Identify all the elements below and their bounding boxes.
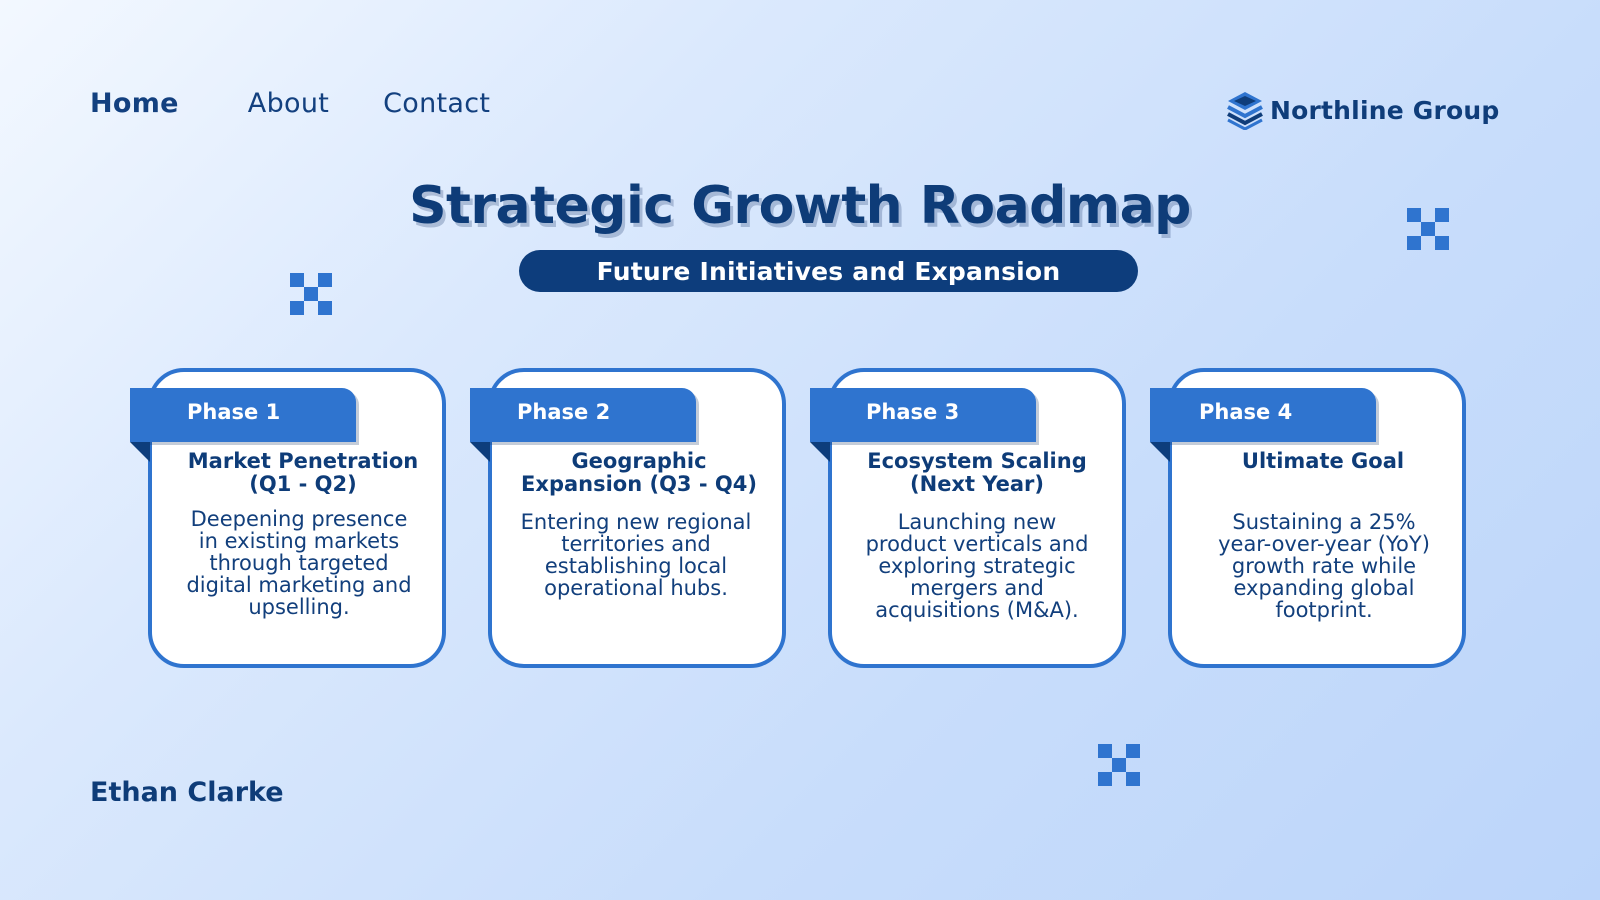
phase-desc-line: digital marketing and	[186, 573, 412, 597]
phase-title: Ecosystem Scaling (Next Year)	[842, 450, 1112, 496]
phase-desc-line: through targeted	[209, 551, 389, 575]
stacked-layers-icon	[1226, 90, 1264, 130]
phase-description: Sustaining a 25% year-over-year (YoY) gr…	[1193, 511, 1455, 621]
phase-tab-fold	[810, 442, 830, 462]
phase-label: Phase 4	[1199, 400, 1293, 424]
phase-title-line: (Q1 - Q2)	[249, 472, 357, 496]
phase-tab-fold	[470, 442, 490, 462]
phase-description: Launching new product verticals and expl…	[846, 511, 1108, 621]
phase-desc-line: establishing local	[544, 554, 728, 578]
phase-desc-line: year-over-year (YoY)	[1218, 532, 1430, 556]
phase-title-line: Market Penetration	[187, 449, 419, 473]
phase-title-line: Ecosystem Scaling	[867, 449, 1087, 473]
subtitle-pill: Future Initiatives and Expansion	[519, 250, 1138, 292]
phase-title: Ultimate Goal	[1188, 450, 1458, 473]
nav-about-link[interactable]: About	[247, 88, 330, 119]
phase-desc-line: expanding global	[1233, 576, 1415, 600]
phase-title-line: Geographic	[571, 449, 707, 473]
phase-label: Phase 3	[866, 400, 960, 424]
presenter-name: Ethan Clarke	[90, 777, 284, 808]
phase-desc-line: in existing markets	[198, 529, 400, 553]
phase-desc-line: operational hubs.	[544, 576, 728, 600]
phase-title-line: Expansion (Q3 - Q4)	[521, 472, 757, 496]
phase-desc-line: Launching new	[897, 510, 1057, 534]
phase-desc-line: Deepening presence	[190, 507, 408, 531]
phase-label: Phase 1	[187, 400, 281, 424]
phase-desc-line: footprint.	[1275, 598, 1373, 622]
phase-tab-fold	[1150, 442, 1170, 462]
top-nav: Home About Contact	[90, 88, 490, 119]
phase-tab-3	[810, 388, 1036, 442]
phase-title: Geographic Expansion (Q3 - Q4)	[504, 450, 774, 496]
checker-decoration-icon	[1098, 744, 1140, 786]
phase-desc-line: exploring strategic	[878, 554, 1076, 578]
phase-tab-1	[130, 388, 356, 442]
page-title: Strategic Growth Roadmap	[409, 176, 1191, 236]
checker-decoration-icon	[290, 273, 332, 315]
nav-home-link[interactable]: Home	[90, 88, 179, 119]
phase-label: Phase 2	[517, 400, 611, 424]
brand-logo: Northline Group	[1226, 90, 1500, 130]
phase-title-line: Ultimate Goal	[1241, 449, 1405, 473]
phase-title: Market Penetration (Q1 - Q2)	[168, 450, 438, 496]
phase-desc-line: territories and	[561, 532, 711, 556]
phase-tab-2	[470, 388, 696, 442]
phase-desc-line: upselling.	[248, 595, 350, 619]
phase-title-line: (Next Year)	[910, 472, 1044, 496]
phase-tab-fold	[130, 442, 150, 462]
phase-desc-line: Entering new regional	[520, 510, 752, 534]
phase-desc-line: acquisitions (M&A).	[875, 598, 1079, 622]
phase-desc-line: product verticals and	[865, 532, 1089, 556]
page-subtitle: Future Initiatives and Expansion	[596, 256, 1061, 286]
phase-description: Entering new regional territories and es…	[505, 511, 767, 599]
nav-contact-link[interactable]: Contact	[383, 88, 491, 119]
phase-description: Deepening presence in existing markets t…	[168, 508, 430, 618]
phase-desc-line: mergers and	[910, 576, 1044, 600]
phase-desc-line: Sustaining a 25%	[1232, 510, 1416, 534]
phase-desc-line: growth rate while	[1231, 554, 1417, 578]
brand-name: Northline Group	[1270, 95, 1500, 125]
phase-tab-4	[1150, 388, 1376, 442]
checker-decoration-icon	[1407, 208, 1449, 250]
